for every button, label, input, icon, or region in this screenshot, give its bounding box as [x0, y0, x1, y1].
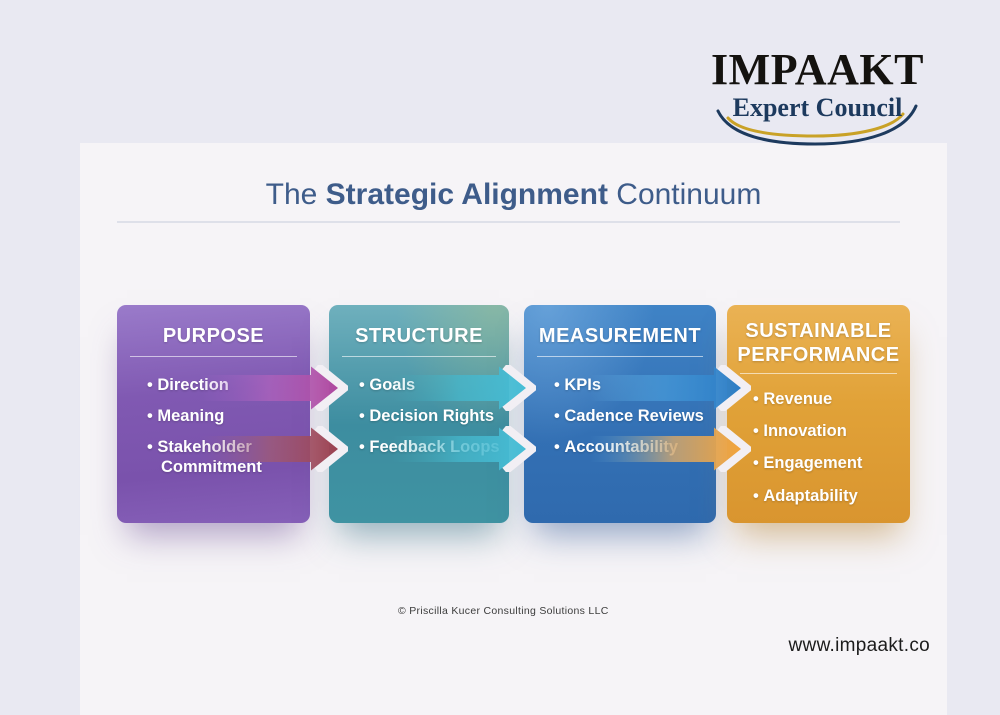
column-measurement: MEASUREMENT KPIs Cadence Reviews Account… [524, 305, 716, 523]
title-divider [117, 221, 900, 223]
bullet-item: Innovation [753, 421, 902, 441]
title-prefix: The [265, 178, 326, 211]
bullet-item: Meaning [147, 406, 302, 426]
column-structure-header: STRUCTURE [355, 325, 483, 347]
brand-subtitle: Expert Council [732, 93, 903, 122]
header-divider [130, 355, 297, 357]
column-structure: STRUCTURE Goals Decision Rights Feedback… [329, 305, 509, 523]
brand-name: IMPAAKT [711, 45, 924, 94]
logo-swoosh-icon [716, 104, 918, 146]
copyright-text: © Priscilla Kucer Consulting Solutions L… [398, 605, 609, 617]
arrow-measurement-to-sustainable-top [590, 365, 751, 411]
header-divider [740, 373, 897, 375]
column-sustainable-performance-header: SUSTAINABLE PERFORMANCE [737, 320, 900, 366]
arrow-structure-to-measurement-top [392, 365, 536, 411]
header-divider [537, 355, 703, 357]
sustainable-bullet-list: Revenue Innovation Engagement Adaptabili… [727, 389, 910, 506]
column-purpose-header: PURPOSE [162, 325, 265, 347]
arrow-purpose-to-structure-top [200, 365, 348, 411]
column-purpose: PURPOSE Direction Meaning Stakeholder Co… [117, 305, 310, 523]
brand-logo: IMPAAKT Expert Council [700, 48, 935, 156]
header-divider [342, 355, 496, 357]
arrow-measurement-to-sustainable-bottom [590, 426, 751, 472]
bullet-item: Revenue [753, 389, 902, 409]
column-sustainable-performance: SUSTAINABLE PERFORMANCE Revenue Innovati… [727, 305, 910, 523]
arrow-structure-to-measurement-bottom [392, 426, 536, 472]
bullet-item: Adaptability [753, 486, 902, 506]
title-emphasis: Strategic Alignment [325, 178, 608, 211]
bullet-item: Engagement [753, 453, 902, 473]
arrow-purpose-to-structure-bottom [200, 426, 348, 472]
diagram-title: The Strategic Alignment Continuum [80, 178, 947, 212]
column-measurement-header: MEASUREMENT [538, 325, 702, 347]
website-link[interactable]: www.impaakt.co [788, 635, 930, 656]
bullet-item: Decision Rights [359, 406, 501, 426]
bullet-item: Cadence Reviews [554, 406, 708, 426]
title-suffix: Continuum [607, 178, 762, 211]
